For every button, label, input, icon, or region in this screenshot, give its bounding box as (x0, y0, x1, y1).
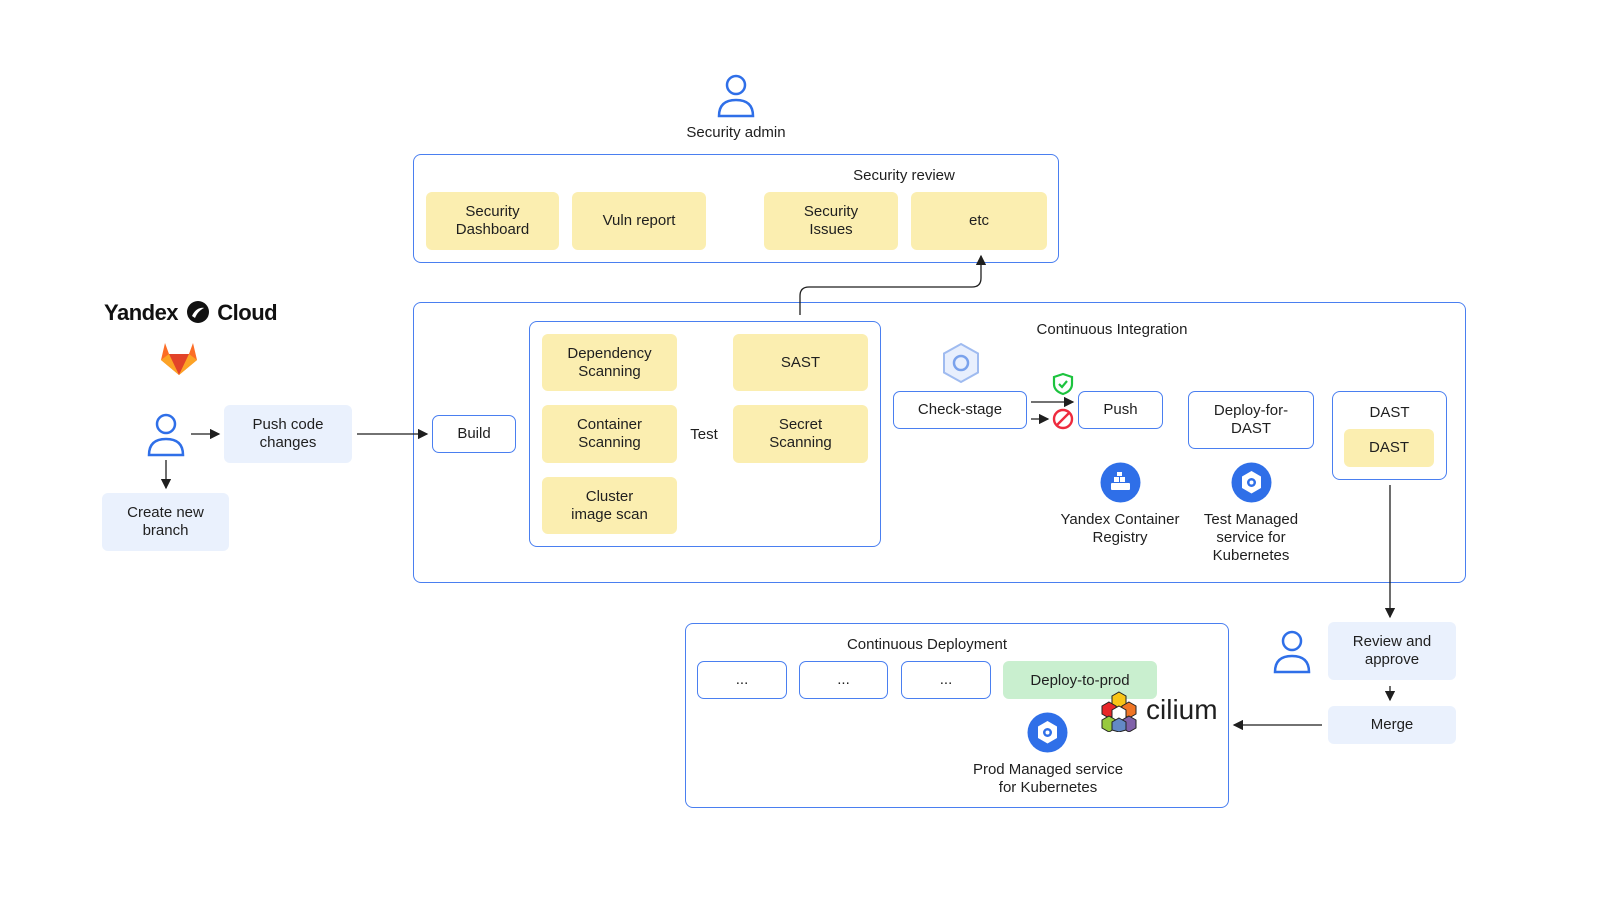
deploy-for-dast-step[interactable]: Deploy-for- DAST (1188, 391, 1314, 449)
brand-left: Yandex (104, 300, 179, 325)
cd-step-1[interactable]: ... (697, 661, 787, 699)
check-stage-hexagon-icon (943, 342, 979, 384)
prod-kubernetes-icon (1027, 712, 1068, 753)
gitlab-logo-icon (161, 343, 197, 375)
deploy-to-prod-step[interactable]: Deploy-to-prod (1003, 661, 1157, 699)
cd-step-2[interactable]: ... (799, 661, 888, 699)
continuous-deployment-frame (685, 623, 1229, 808)
check-stage-step[interactable]: Check-stage (893, 391, 1027, 429)
cd-step-3[interactable]: ... (901, 661, 991, 699)
dast-frame-label: DAST (1369, 404, 1410, 421)
reviewer-person-icon (1273, 630, 1311, 674)
container-registry-icon (1100, 462, 1141, 503)
test-label: Test (690, 426, 718, 443)
cd-title: Continuous Deployment (846, 636, 1008, 653)
registry-label: Yandex Container Registry (1060, 511, 1180, 546)
brand-right: Cloud (217, 300, 278, 325)
etc-box[interactable]: etc (911, 192, 1047, 250)
security-admin-label: Security admin (686, 124, 786, 141)
prod-kubernetes-label: Prod Managed service for Kubernetes (972, 761, 1124, 796)
yandex-cloud-logo: Yandex Cloud (104, 300, 278, 326)
cluster-image-scan-box[interactable]: Cluster image scan (542, 477, 677, 534)
developer-person-icon (147, 413, 185, 457)
create-new-branch-box[interactable]: Create new branch (102, 493, 229, 551)
test-kubernetes-label: Test Managed service for Kubernetes (1203, 511, 1299, 564)
review-and-approve-box[interactable]: Review and approve (1328, 622, 1456, 680)
ci-title: Continuous Integration (1036, 321, 1188, 338)
merge-box[interactable]: Merge (1328, 706, 1456, 744)
shield-check-icon (1052, 372, 1074, 396)
push-step[interactable]: Push (1078, 391, 1163, 429)
build-step[interactable]: Build (432, 415, 516, 453)
cilium-wordmark: cilium (1146, 694, 1218, 725)
blocked-icon (1052, 408, 1074, 430)
yandex-cloud-mark-icon (186, 301, 209, 323)
test-kubernetes-icon (1231, 462, 1272, 503)
push-code-changes-box[interactable]: Push code changes (224, 405, 352, 463)
security-admin-person-icon (717, 74, 755, 118)
cilium-logo-icon (1101, 691, 1137, 732)
arrow-ci-to-security-review (799, 254, 987, 315)
security-issues-box[interactable]: Security Issues (764, 192, 898, 250)
dast-inner-box[interactable]: DAST (1344, 429, 1434, 467)
sast-box[interactable]: SAST (733, 334, 868, 391)
security-dashboard-box[interactable]: Security Dashboard (426, 192, 559, 250)
vuln-report-box[interactable]: Vuln report (572, 192, 706, 250)
security-review-title: Security review (853, 167, 955, 184)
container-scanning-box[interactable]: Container Scanning (542, 405, 677, 463)
dependency-scanning-box[interactable]: Dependency Scanning (542, 334, 677, 391)
secret-scanning-box[interactable]: Secret Scanning (733, 405, 868, 463)
